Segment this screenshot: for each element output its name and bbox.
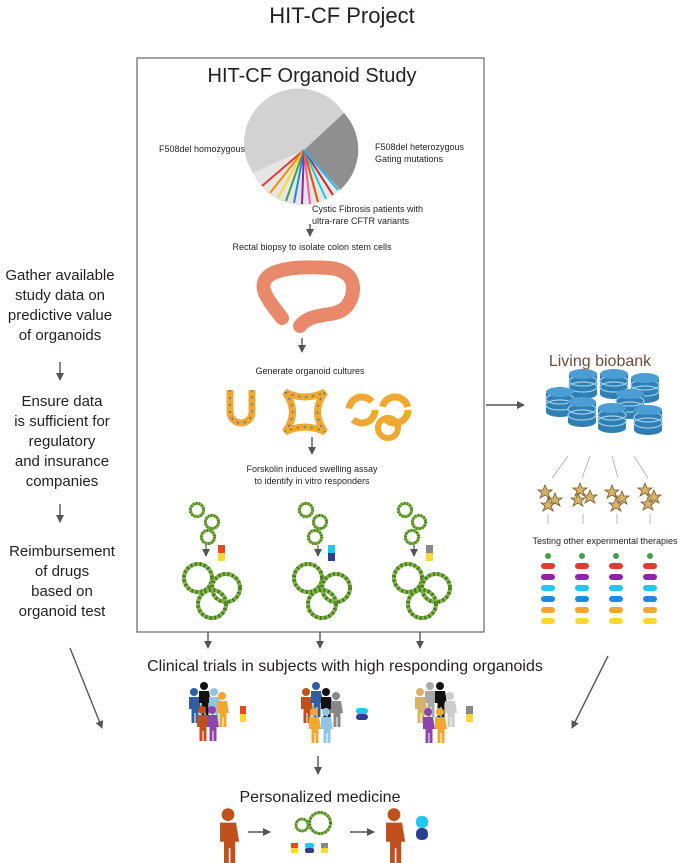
svg-text:Ensure data: Ensure data [22, 393, 104, 410]
trial-group-3 [415, 682, 473, 743]
biobank-drug-capsules [541, 553, 657, 624]
star-down-ticks [547, 514, 651, 524]
trial-group-2 [301, 682, 368, 743]
svg-text:regulatory: regulatory [29, 433, 96, 450]
svg-text:companies: companies [26, 473, 99, 490]
left-step-gather: Gather available study data on predictiv… [5, 267, 114, 344]
arrow-right-to-personalized [571, 655, 609, 729]
biobank-database-icons [545, 368, 663, 436]
biobank-testing-label: Testing other experimental therapies [532, 536, 678, 546]
treated-patient-icon [386, 808, 406, 863]
pie-label-ultra-rare-1: Cystic Fibrosis patients with [312, 204, 423, 214]
step-assay-2: to identify in vitro responders [254, 476, 370, 486]
arrow-left-to-personalized [69, 647, 104, 729]
patient-icon [220, 808, 240, 863]
svg-text:organoid test: organoid test [19, 603, 107, 620]
colon-illustration [256, 260, 360, 333]
pie-label-heterozygous: F508del heterozygous [375, 142, 465, 152]
left-step-ensure: Ensure data is sufficient for regulatory… [14, 393, 110, 490]
swelling-assay-col-1 [182, 501, 242, 620]
svg-text:and insurance: and insurance [15, 453, 109, 470]
svg-text:study data on: study data on [15, 287, 105, 304]
svg-text:predictive value: predictive value [8, 307, 112, 324]
personal-organoids [291, 811, 332, 853]
swelling-assay-col-2 [292, 501, 352, 620]
svg-text:Reimbursement: Reimbursement [9, 543, 116, 560]
step-cultures: Generate organoid cultures [255, 366, 365, 376]
study-title: HIT-CF Organoid Study [208, 65, 417, 87]
clinical-trials-label: Clinical trials in subjects with high re… [147, 658, 543, 675]
step-biopsy: Rectal biopsy to isolate colon stem cell… [232, 242, 392, 252]
cohort-pie [243, 88, 359, 206]
svg-text:is sufficient for: is sufficient for [14, 413, 110, 430]
biobank-title: Living biobank [549, 353, 652, 370]
pie-label-gating: Gating mutations [375, 154, 444, 164]
left-step-reimburse: Reimbursement of drugs based on organoid… [9, 543, 116, 620]
biobank-distribution-lines [551, 455, 649, 479]
step-assay-1: Forskolin induced swelling assay [246, 464, 378, 474]
svg-text:Gather available: Gather available [5, 267, 114, 284]
pie-label-homozygous: F508del homozygous [159, 144, 246, 154]
personal-drug-capsule [416, 816, 428, 840]
page-title: HIT-CF Project [269, 3, 414, 28]
swelling-assay-col-3 [392, 501, 452, 620]
biobank-organoid-stars [537, 482, 662, 512]
svg-text:of drugs: of drugs [35, 563, 89, 580]
organoid-cultures-illustration [226, 388, 412, 441]
study-box [136, 57, 485, 633]
pie-label-ultra-rare-2: ultra-rare CFTR variants [312, 216, 410, 226]
trial-group-1 [189, 682, 246, 741]
svg-text:of organoids: of organoids [19, 327, 102, 344]
personalized-label: Personalized medicine [240, 789, 401, 806]
svg-text:based on: based on [31, 583, 93, 600]
